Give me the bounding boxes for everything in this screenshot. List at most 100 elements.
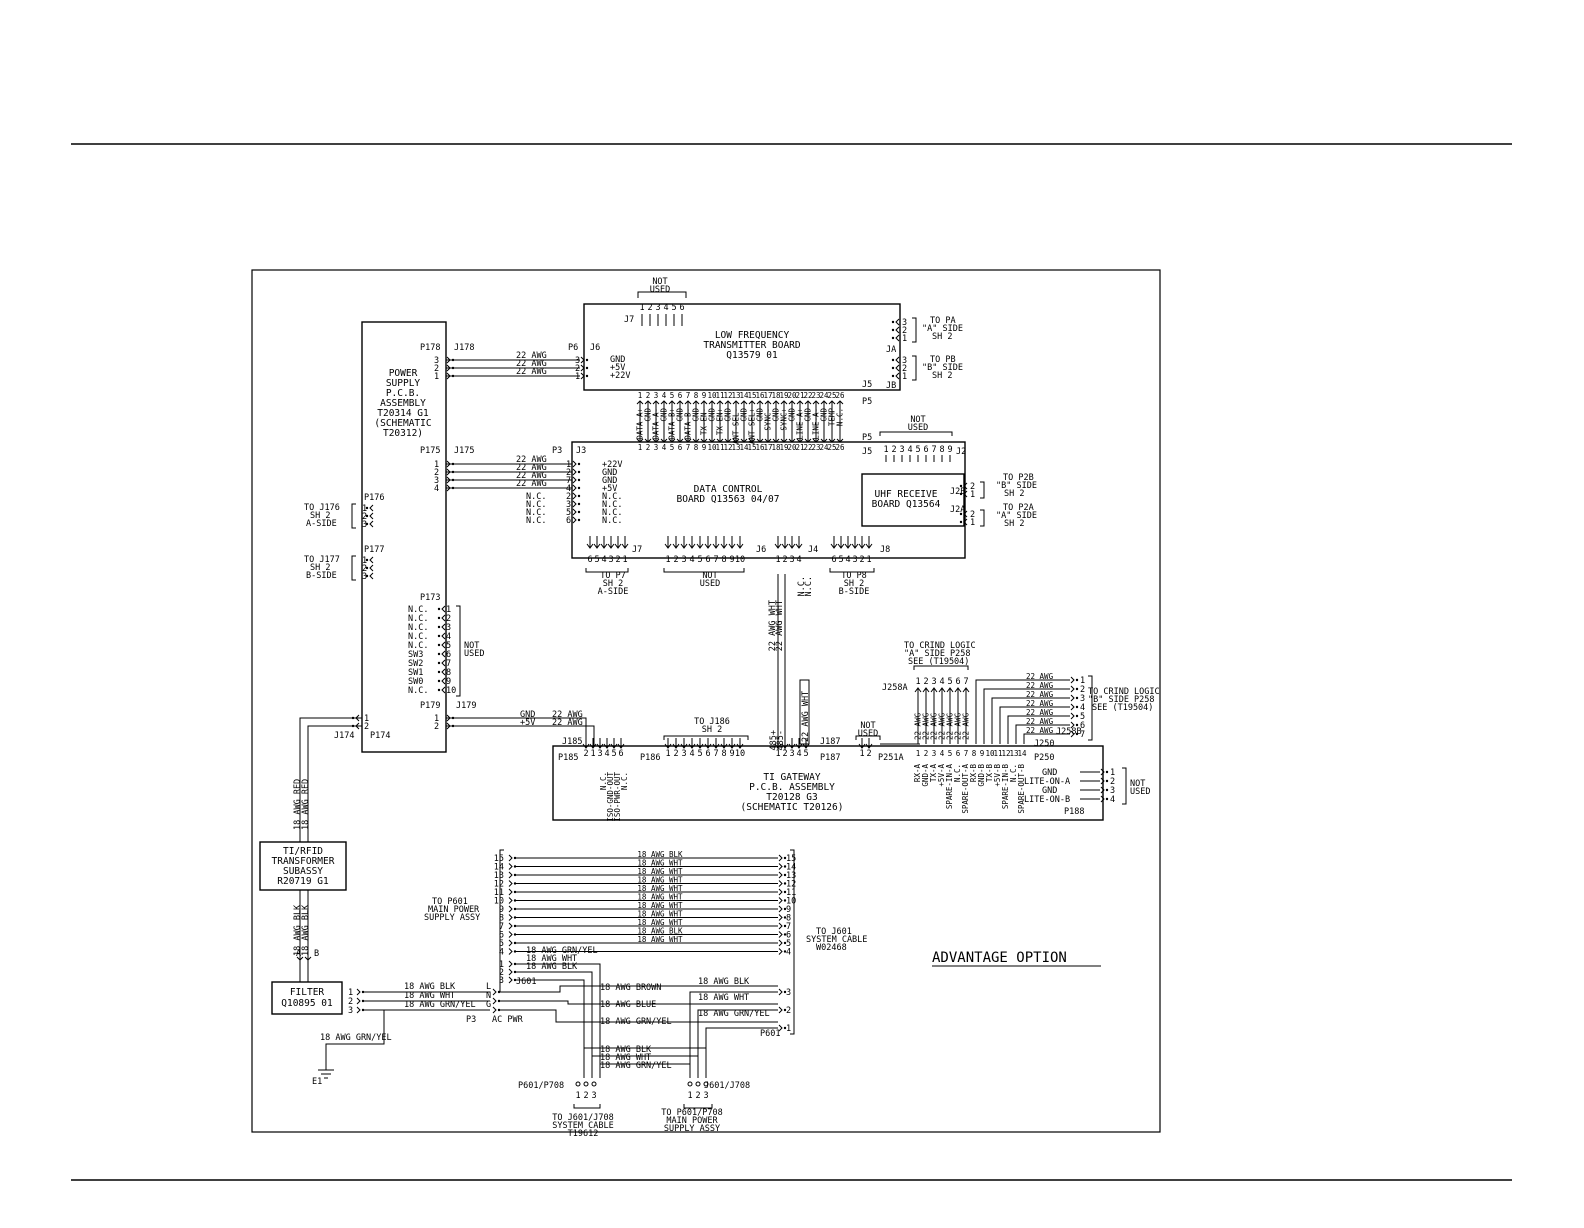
j179-wire-2-label: 22 AWG xyxy=(552,718,583,728)
p3-pin-num-2: 2 xyxy=(566,468,571,478)
p5-pin-num-12: 12 xyxy=(723,443,732,452)
ribbon-top-arrow-14 xyxy=(740,400,748,405)
p601-pin-8-arrow xyxy=(778,914,783,921)
ribbon-bot-arrow-24 xyxy=(820,438,828,443)
j5-pin-num-1: 1 xyxy=(638,391,643,400)
p173-pin-4-dot xyxy=(437,634,441,638)
p173-pin-3-dot xyxy=(437,625,441,629)
j2-pin-num-4: 4 xyxy=(907,445,912,455)
j7-top-pin-num-4: 4 xyxy=(663,303,668,313)
p188-sig-4: LITE-ON-B xyxy=(1024,795,1070,805)
j601-low-pin-2-arrow xyxy=(508,968,513,976)
ribbon-top-arrow-9 xyxy=(700,400,708,405)
p185-sig-4: N.C. xyxy=(620,772,629,790)
conn-p176: P176 xyxy=(364,493,384,503)
j6-dc-pin-num-6: 6 xyxy=(705,555,710,565)
j258b-pin-num-1: 1 xyxy=(1080,676,1085,686)
j175-wire-2-label: 22 AWG xyxy=(516,463,547,473)
p250-signal-8: RX-B xyxy=(969,764,978,783)
j258b-pin-5-arrow xyxy=(1070,712,1075,720)
j2-not-used-1: NOT xyxy=(910,415,925,425)
conn-j5-top: J5 xyxy=(862,380,872,390)
j258b-pin-3-arrow xyxy=(1070,694,1075,702)
p186-pin-num-1: 1 xyxy=(665,749,670,759)
conn-p175: P175 xyxy=(420,446,440,456)
j2b-pin-1-dot xyxy=(959,492,963,496)
ribbon-top-arrow-22 xyxy=(804,400,812,405)
j174-wire-1-label: 18 AWG RED xyxy=(293,779,303,830)
j175-pin-2-dot xyxy=(451,470,455,474)
tr-wire-1-label: 18 AWG BLK xyxy=(293,904,303,956)
j6-pin-2-arrow xyxy=(580,364,585,372)
j258b-wire-label-7: 22 AWG xyxy=(1026,726,1054,735)
j601-wire-label-11: 18 AWG WHT xyxy=(637,884,683,893)
ac-pin-1-dot xyxy=(497,990,501,994)
j601-pin-num-10: 10 xyxy=(494,897,504,907)
j601-pin-10-dot xyxy=(513,899,517,902)
uhf-receive-board xyxy=(861,473,965,527)
p188-pin-3-arrow xyxy=(1100,786,1105,794)
p251a-pin-num-2: 2 xyxy=(866,749,871,759)
j6-pin-2-dot xyxy=(585,366,589,370)
p250-pin-num-10: 10 xyxy=(985,749,995,758)
j601-pin-14-dot xyxy=(513,865,517,868)
j178-pin-3-arrow xyxy=(446,372,451,380)
j601-wire-4-label: 18 AWG GRN/YEL xyxy=(526,946,598,956)
to-pb-3: SH 2 xyxy=(932,371,952,381)
j601-pin-num-14: 14 xyxy=(494,863,504,873)
j601-pin-11-arrow xyxy=(508,888,513,896)
p251a-not-used-2: USED xyxy=(858,729,878,739)
conn-j2a: J2A xyxy=(950,505,965,515)
ja-pin-1-arrow xyxy=(895,318,900,326)
j258a-pin-num-2: 2 xyxy=(923,677,928,687)
p3-pin-num-1: 1 xyxy=(566,460,571,470)
j6-pin-1-dot xyxy=(585,358,589,362)
j258a-pin-arrow-1 xyxy=(914,687,922,693)
ribbon-top-arrow-5 xyxy=(668,400,676,405)
to-p601-p708-2: MAIN POWER xyxy=(666,1116,718,1126)
conn-p178: P178 xyxy=(420,343,440,353)
p601-pin-9-arrow xyxy=(778,905,783,913)
p250-pin-num-8: 8 xyxy=(972,749,977,758)
j601-pin-7-arrow xyxy=(508,922,513,930)
p3-nc-3: N.C. xyxy=(526,508,546,518)
p5-pin-num-25: 25 xyxy=(827,443,836,452)
p173-pin-num-8: 8 xyxy=(446,668,451,678)
ribbon-signal-14: GND xyxy=(740,408,749,422)
p174-pin-num-1: 1 xyxy=(364,714,369,724)
j258a-wire-label-3: 22 AWG xyxy=(930,712,939,740)
j601-pin-14-arrow xyxy=(508,863,513,870)
ac-n-wire xyxy=(500,1000,778,1005)
j601-pin-5-arrow xyxy=(508,939,513,947)
p5-pin-num-26: 26 xyxy=(835,443,845,452)
ribbon-bot-arrow-6 xyxy=(676,438,684,443)
j258b-pin-num-4: 4 xyxy=(1080,703,1085,713)
j6-dc-pin-num-5: 5 xyxy=(697,555,702,565)
j5-pin-num-18: 18 xyxy=(771,391,781,400)
conn-p6: P6 xyxy=(568,343,578,353)
p251a-brace xyxy=(855,735,881,740)
conn-p187: P187 xyxy=(820,753,840,763)
to-p8-3: B-SIDE xyxy=(839,587,870,597)
j601-pin-6-arrow xyxy=(508,931,513,938)
j174-pin-1-dot xyxy=(351,716,355,720)
j258a-wire-label-5: 22 AWG xyxy=(946,712,955,740)
j2b-pin-num-0: 2 xyxy=(970,482,975,492)
ti-gateway-board xyxy=(552,745,1104,821)
p5-pin-num-17: 17 xyxy=(763,443,772,452)
p250-pin-num-7: 7 xyxy=(964,749,969,758)
j174-wire-1 xyxy=(299,717,362,842)
j6-dc-brace xyxy=(663,568,745,573)
j6-dc-pin-num-8: 8 xyxy=(721,555,726,565)
p601-low-pin-1-arrow xyxy=(778,1024,783,1032)
j258a-pin-num-7: 7 xyxy=(963,677,968,687)
j178-pin-1-dot xyxy=(451,358,455,362)
p173-pin-num-5: 5 xyxy=(446,641,451,651)
ribbon-signal-8: GND xyxy=(692,408,701,422)
p5-pin-num-24: 24 xyxy=(819,443,829,452)
p186-pin-num-2: 2 xyxy=(673,749,678,759)
to-p2a-2: "A" SIDE xyxy=(996,511,1037,521)
ribbon-top-arrow-11 xyxy=(716,400,724,405)
